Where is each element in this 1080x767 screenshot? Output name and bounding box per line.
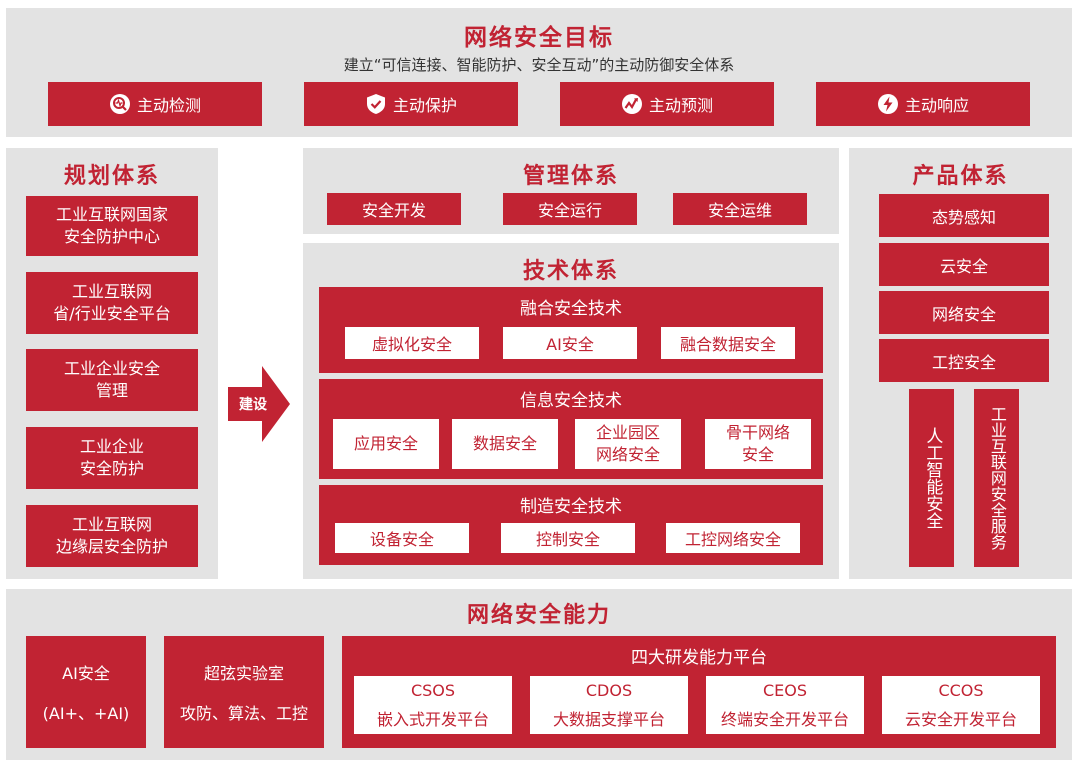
goal-item-label: 主动检测 bbox=[136, 96, 201, 115]
tech-item: 虚拟化安全 bbox=[345, 327, 479, 359]
build-arrow-label: 建设 bbox=[239, 397, 267, 413]
management-item: 安全运维 bbox=[673, 193, 807, 225]
planning-item: 工业互联网 省/行业安全平台 bbox=[26, 272, 198, 334]
technology-title: 技术体系 bbox=[522, 259, 619, 284]
platform-name: 嵌入式开发平台 bbox=[376, 709, 489, 729]
platform-item-csos: CSOS 嵌入式开发平台 bbox=[354, 676, 512, 734]
product-vertical-ai: 人工智能安全 bbox=[909, 389, 954, 567]
product-vertical-service: 工业互联网安全服务 bbox=[974, 389, 1019, 567]
capability-platform: 四大研发能力平台 CSOS 嵌入式开发平台 CDOS 大数据支撑平台 CEOS … bbox=[342, 636, 1056, 748]
goal-item-predict: 主动预测 bbox=[560, 82, 774, 126]
product-item: 态势感知 bbox=[879, 194, 1049, 237]
tech-item: 数据安全 bbox=[452, 419, 558, 469]
magnifier-icon bbox=[109, 94, 130, 114]
goal-item-label: 主动响应 bbox=[904, 96, 969, 115]
planning-item: 工业互联网 边缘层安全防护 bbox=[26, 505, 198, 567]
tech-item: 设备安全 bbox=[335, 523, 469, 553]
capability-title: 网络安全能力 bbox=[466, 603, 611, 628]
product-item: 工控安全 bbox=[879, 339, 1049, 382]
planning-panel: 规划体系 工业互联网国家 安全防护中心 工业互联网 省/行业安全平台 工业企业安… bbox=[6, 148, 218, 579]
platform-code: CSOS bbox=[410, 680, 456, 700]
capability-line: (AI+、+AI) bbox=[42, 704, 130, 723]
goal-item-label: 主动保护 bbox=[392, 96, 457, 115]
management-title: 管理体系 bbox=[522, 164, 619, 189]
goal-subtitle: 建立“可信连接、智能防护、安全互动”的主动防御安全体系 bbox=[343, 56, 735, 74]
trend-icon bbox=[621, 94, 642, 114]
management-panel: 管理体系 安全开发 安全运行 安全运维 bbox=[303, 148, 839, 234]
tech-item: 工控网络安全 bbox=[666, 523, 800, 553]
capability-lab: 超弦实验室 攻防、算法、工控 bbox=[164, 636, 324, 748]
platform-name: 终端安全开发平台 bbox=[720, 709, 849, 729]
platform-item-ccos: CCOS 云安全开发平台 bbox=[882, 676, 1040, 734]
product-item: 网络安全 bbox=[879, 291, 1049, 334]
capability-panel: 网络安全能力 AI安全 (AI+、+AI) 超弦实验室 攻防、算法、工控 四大研… bbox=[6, 589, 1072, 760]
tech-group-title: 融合安全技术 bbox=[520, 298, 622, 319]
platform-item-cdos: CDOS 大数据支撑平台 bbox=[530, 676, 688, 734]
platform-code: CCOS bbox=[938, 680, 984, 700]
tech-item: 控制安全 bbox=[501, 523, 635, 553]
tech-item: 企业园区 网络安全 bbox=[575, 419, 681, 469]
platform-name: 云安全开发平台 bbox=[904, 709, 1017, 729]
platform-item-ceos: CEOS 终端安全开发平台 bbox=[706, 676, 864, 734]
tech-group-manufacturing: 制造安全技术 设备安全 控制安全 工控网络安全 bbox=[319, 485, 823, 565]
tech-item: 融合数据安全 bbox=[661, 327, 795, 359]
planning-item: 工业互联网国家 安全防护中心 bbox=[26, 196, 198, 256]
platform-name: 大数据支撑平台 bbox=[552, 709, 665, 729]
tech-group-title: 信息安全技术 bbox=[520, 390, 622, 411]
goal-item-protect: 主动保护 bbox=[304, 82, 518, 126]
capability-line: 攻防、算法、工控 bbox=[179, 704, 308, 723]
tech-group-info: 信息安全技术 应用安全 数据安全 企业园区 网络安全 骨干网络 安全 bbox=[319, 379, 823, 479]
management-item: 安全运行 bbox=[503, 193, 637, 225]
capability-ai: AI安全 (AI+、+AI) bbox=[26, 636, 146, 748]
tech-item: AI安全 bbox=[503, 327, 637, 359]
products-title: 产品体系 bbox=[912, 164, 1009, 189]
goal-item-respond: 主动响应 bbox=[816, 82, 1030, 126]
capability-line: AI安全 bbox=[62, 664, 110, 683]
products-panel: 产品体系 态势感知 云安全 网络安全 工控安全 人工智能安全 工业互联网安全服务 bbox=[849, 148, 1072, 579]
tech-group-fusion: 融合安全技术 虚拟化安全 AI安全 融合数据安全 bbox=[319, 287, 823, 373]
planning-item: 工业企业安全 管理 bbox=[26, 349, 198, 411]
tech-group-title: 制造安全技术 bbox=[520, 496, 622, 517]
capability-line: 超弦实验室 bbox=[203, 664, 284, 683]
tech-item: 应用安全 bbox=[333, 419, 439, 469]
product-vertical-label: 工业互联网安全服务 bbox=[987, 406, 1007, 550]
planning-item: 工业企业 安全防护 bbox=[26, 427, 198, 489]
build-arrow bbox=[228, 366, 290, 442]
planning-title: 规划体系 bbox=[63, 164, 160, 189]
goal-item-label: 主动预测 bbox=[648, 96, 713, 115]
lightning-icon bbox=[877, 94, 898, 114]
shield-check-icon bbox=[366, 94, 385, 114]
goal-panel: 网络安全目标 建立“可信连接、智能防护、安全互动”的主动防御安全体系 主动检测 … bbox=[6, 8, 1072, 137]
management-item: 安全开发 bbox=[327, 193, 461, 225]
product-vertical-label: 人工智能安全 bbox=[922, 427, 943, 529]
tech-item: 骨干网络 安全 bbox=[705, 419, 811, 469]
platform-title: 四大研发能力平台 bbox=[631, 647, 767, 668]
goal-title: 网络安全目标 bbox=[464, 25, 614, 51]
platform-code: CEOS bbox=[762, 680, 808, 700]
product-item: 云安全 bbox=[879, 243, 1049, 286]
goal-item-detect: 主动检测 bbox=[48, 82, 262, 126]
technology-panel: 技术体系 融合安全技术 虚拟化安全 AI安全 融合数据安全 信息安全技术 应用安… bbox=[303, 243, 839, 579]
platform-code: CDOS bbox=[585, 680, 633, 700]
